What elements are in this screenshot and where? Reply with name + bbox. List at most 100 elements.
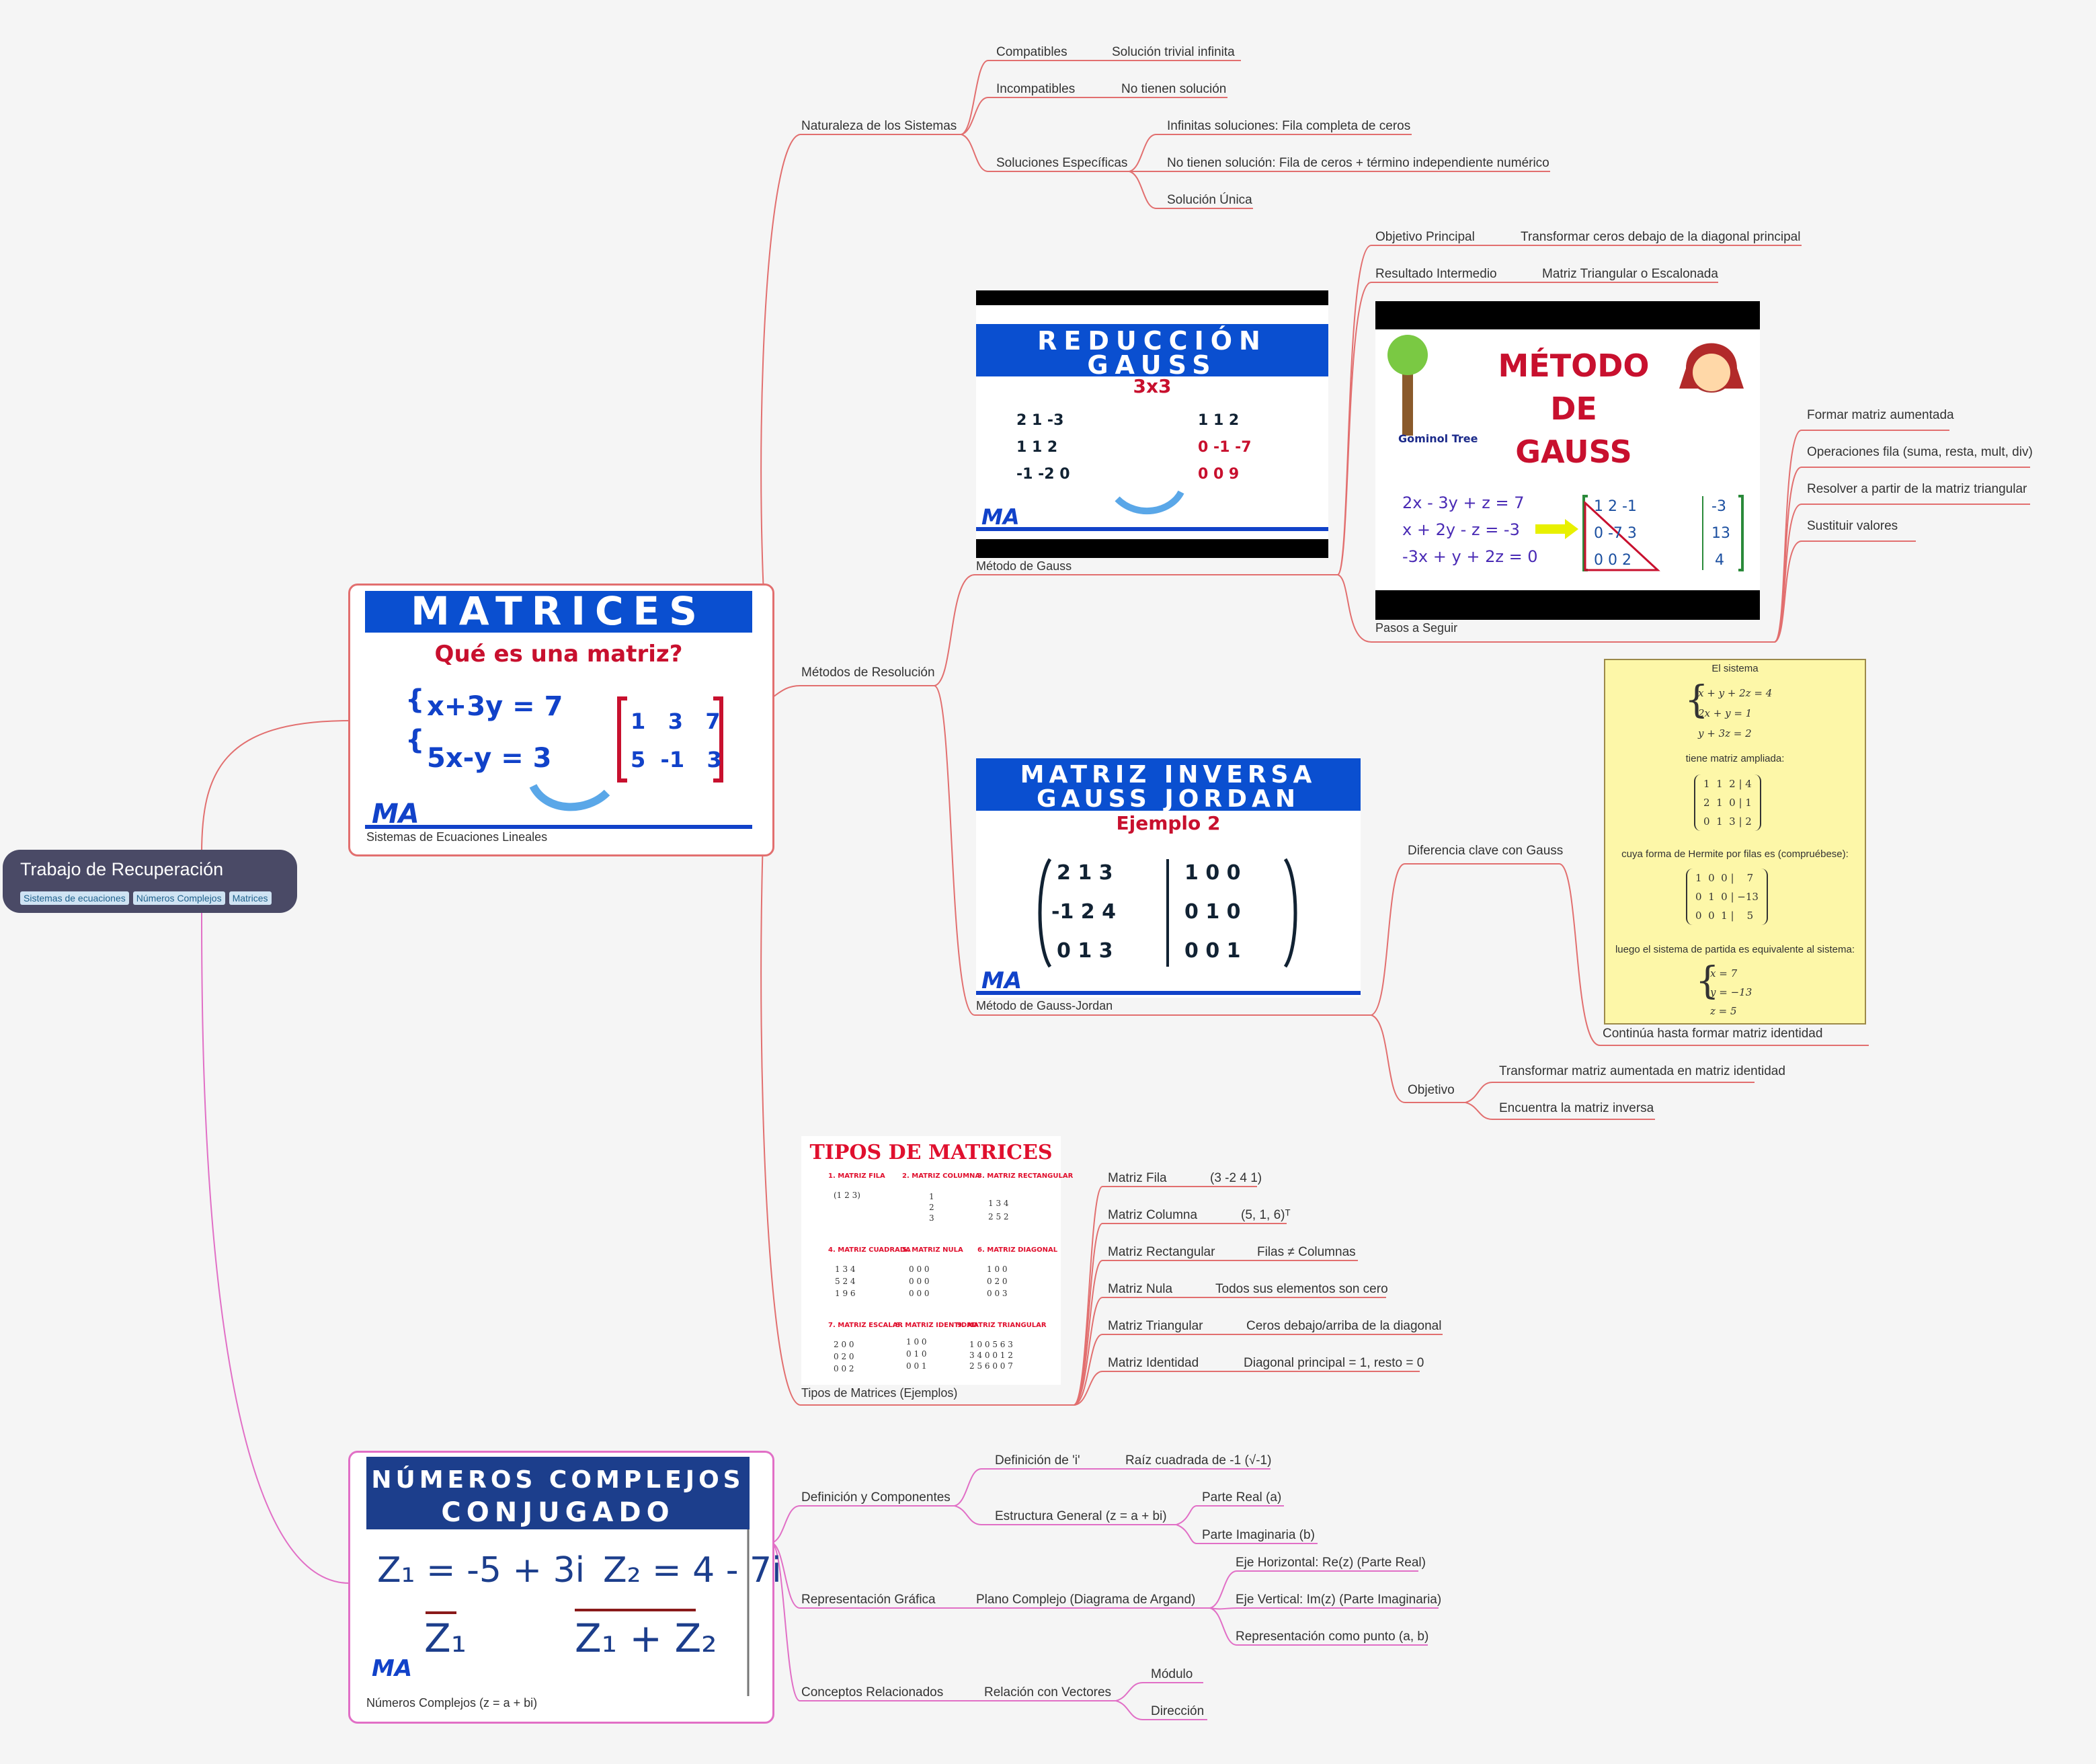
svg-text:0 0 3: 0 0 3 <box>987 1289 1008 1298</box>
tipo-identidad[interactable]: Matriz Identidad <box>1108 1356 1199 1370</box>
tipo-rectangular-value[interactable]: Filas ≠ Columnas <box>1257 1245 1356 1259</box>
svg-text:5. MATRIZ NULA: 5. MATRIZ NULA <box>902 1246 963 1254</box>
especifica-unica[interactable]: Solución Única <box>1167 193 1252 207</box>
svg-text:-1 -2 0: -1 -2 0 <box>1016 466 1070 483</box>
metodos-label[interactable]: Métodos de Resolución <box>801 666 935 680</box>
complejos-punto[interactable]: Representación como punto (a, b) <box>1236 1630 1429 1644</box>
svg-text:4: 4 <box>1715 552 1724 569</box>
box-sol-2: y = −13 <box>1710 986 1752 998</box>
tipo-triangular[interactable]: Matriz Triangular <box>1108 1319 1203 1333</box>
complejos-banner2: CONJUGADO <box>441 1497 674 1528</box>
tag-complejos[interactable]: Números Complejos <box>132 891 225 905</box>
svg-text:2 5 2: 2 5 2 <box>988 1212 1009 1221</box>
svg-text:0 1 0: 0 1 0 <box>906 1349 927 1359</box>
jordan-banner1: MATRIZ INVERSA <box>1020 761 1317 789</box>
tag-sistemas[interactable]: Sistemas de ecuaciones <box>20 891 129 905</box>
matrices-eq2: 5x-y = 3 <box>427 743 552 774</box>
svg-text:13: 13 <box>1711 525 1730 542</box>
complejos-parte-real[interactable]: Parte Real (a) <box>1202 1490 1282 1505</box>
svg-text:1 2 -1: 1 2 -1 <box>1594 498 1637 515</box>
incompatibles-value[interactable]: No tienen solución <box>1121 82 1227 96</box>
tipos-caption: Tipos de Matrices (Ejemplos) <box>801 1386 958 1400</box>
tipo-nula[interactable]: Matriz Nula <box>1108 1282 1173 1296</box>
tag-matrices[interactable]: Matrices <box>229 891 272 905</box>
complejos-plano[interactable]: Plano Complejo (Diagrama de Argand) <box>976 1593 1196 1607</box>
gauss-jordan-image[interactable]: MATRIZ INVERSA GAUSS JORDAN Ejemplo 2 2 … <box>976 758 1361 998</box>
complejos-representacion[interactable]: Representación Gráfica <box>801 1593 936 1607</box>
complejos-estructura[interactable]: Estructura General (z = a + bi) <box>995 1509 1167 1523</box>
svg-text:0 -7 3: 0 -7 3 <box>1594 525 1637 542</box>
jordan-banner2: GAUSS JORDAN <box>1037 785 1300 813</box>
tipo-columna-value[interactable]: (5, 1, 6)ᵀ <box>1241 1208 1291 1222</box>
complejos-vectores[interactable]: Relación con Vectores <box>984 1685 1112 1699</box>
complejos-z1-conj: Z₁ <box>424 1615 467 1661</box>
svg-text:2 1 3: 2 1 3 <box>1057 861 1113 885</box>
matrices-node[interactable]: MATRICES Qué es una matriz? { x+3y = 7 {… <box>348 584 774 856</box>
paso-4[interactable]: Sustituir valores <box>1807 519 1898 533</box>
svg-text:2 0 0: 2 0 0 <box>834 1340 854 1349</box>
jordan-diferencia-label[interactable]: Diferencia clave con Gauss <box>1408 844 1564 858</box>
paso-3[interactable]: Resolver a partir de la matriz triangula… <box>1807 482 2027 496</box>
incompatibles-label[interactable]: Incompatibles <box>996 82 1076 96</box>
svg-text:1 3 4: 1 3 4 <box>835 1265 856 1274</box>
pasos-sys2: x + 2y - z = -3 <box>1402 520 1520 539</box>
tipo-triangular-value[interactable]: Ceros debajo/arriba de la diagonal <box>1246 1319 1442 1333</box>
complejos-eje-horizontal[interactable]: Eje Horizontal: Re(z) (Parte Real) <box>1236 1556 1426 1570</box>
svg-text:7. MATRIZ ESCALAR: 7. MATRIZ ESCALAR <box>828 1322 903 1329</box>
svg-text:9. MATRIZ TRIANGULAR: 9. MATRIZ TRIANGULAR <box>957 1322 1047 1329</box>
pasos-image[interactable]: Gominol Tree MÉTODO DE GAUSS 2x - 3y + z… <box>1375 301 1760 620</box>
svg-text:2 1 -3: 2 1 -3 <box>1016 412 1063 429</box>
complejos-modulo[interactable]: Módulo <box>1151 1667 1193 1681</box>
jordan-objetivo-2[interactable]: Encuentra la matriz inversa <box>1499 1101 1654 1115</box>
complejos-definicion-i-value[interactable]: Raíz cuadrada de -1 (√-1) <box>1125 1453 1272 1468</box>
especificas-label[interactable]: Soluciones Específicas <box>996 156 1128 170</box>
svg-text:0 0 1: 0 0 1 <box>1184 939 1241 963</box>
hermite-example-box[interactable]: El sistema { x + y + 2z = 4 2x + y = 1 y… <box>1604 659 1866 1025</box>
complejos-eje-vertical[interactable]: Eje Vertical: Im(z) (Parte Imaginaria) <box>1236 1593 1442 1607</box>
gauss-objetivo-value[interactable]: Transformar ceros debajo de la diagonal … <box>1521 230 1801 244</box>
tipo-fila[interactable]: Matriz Fila <box>1108 1171 1167 1185</box>
svg-text:1 1 2: 1 1 2 <box>1016 439 1057 456</box>
tipo-nula-value[interactable]: Todos sus elementos son cero <box>1215 1282 1388 1296</box>
svg-text:1: 1 <box>929 1192 934 1201</box>
svg-text:MA: MA <box>372 1655 412 1682</box>
jordan-objetivo-label[interactable]: Objetivo <box>1408 1083 1455 1097</box>
naturaleza-label[interactable]: Naturaleza de los Sistemas <box>801 119 957 133</box>
jordan-objetivo-1[interactable]: Transformar matriz aumentada en matriz i… <box>1499 1064 1785 1078</box>
svg-text:1 3 4: 1 3 4 <box>988 1199 1009 1208</box>
complejos-conceptos[interactable]: Conceptos Relacionados <box>801 1685 944 1699</box>
tipo-rectangular[interactable]: Matriz Rectangular <box>1108 1245 1215 1259</box>
jordan-diferencia-value[interactable]: Continúa hasta formar matriz identidad <box>1603 1027 1823 1041</box>
tipo-identidad-value[interactable]: Diagonal principal = 1, resto = 0 <box>1244 1356 1424 1370</box>
box-eq-1: x + y + 2z = 4 <box>1698 687 1773 699</box>
compatibles-value[interactable]: Solución trivial infinita <box>1112 45 1235 59</box>
especifica-infinitas[interactable]: Infinitas soluciones: Fila completa de c… <box>1167 119 1411 133</box>
gauss-image[interactable]: REDUCCIÓN GAUSS 3x3 2 1 -3 1 1 2 -1 -2 0… <box>976 290 1328 558</box>
svg-text:MA: MA <box>981 504 1020 530</box>
tipo-fila-value[interactable]: (3 -2 4 1) <box>1210 1171 1262 1185</box>
gauss-resultado-label[interactable]: Resultado Intermedio <box>1375 267 1497 281</box>
root-title: Trabajo de Recuperación <box>20 859 224 879</box>
svg-text:3. MATRIZ RECTANGULAR: 3. MATRIZ RECTANGULAR <box>977 1172 1074 1180</box>
paso-2[interactable]: Operaciones fila (suma, resta, mult, div… <box>1807 445 2033 459</box>
root-node[interactable]: Trabajo de Recuperación Sistemas de ecua… <box>3 850 297 913</box>
gauss-resultado-value[interactable]: Matriz Triangular o Escalonada <box>1542 267 1718 281</box>
complejos-definicion-i[interactable]: Definición de 'i' <box>995 1453 1080 1468</box>
especifica-no-solucion[interactable]: No tienen solución: Fila de ceros + térm… <box>1167 156 1549 170</box>
paso-1[interactable]: Formar matriz aumentada <box>1807 408 1954 422</box>
complejos-parte-imaginaria[interactable]: Parte Imaginaria (b) <box>1202 1528 1315 1542</box>
svg-text:-3: -3 <box>1711 498 1726 515</box>
tipo-columna[interactable]: Matriz Columna <box>1108 1208 1198 1222</box>
box-eq-2: 2x + y = 1 <box>1698 707 1752 719</box>
complejos-definicion[interactable]: Definición y Componentes <box>801 1490 951 1505</box>
gauss-objetivo-label[interactable]: Objetivo Principal <box>1375 230 1475 244</box>
complejos-zsum: Z₁ + Z₂ <box>575 1615 717 1661</box>
matrices-image: MATRICES Qué es una matriz? { x+3y = 7 {… <box>365 588 759 830</box>
complejos-direccion[interactable]: Dirección <box>1151 1704 1205 1718</box>
compatibles-label[interactable]: Compatibles <box>996 45 1067 59</box>
complejos-node[interactable]: NÚMEROS COMPLEJOS CONJUGADO Z₁ = -5 + 3i… <box>348 1451 782 1724</box>
complejos-banner1: NÚMEROS COMPLEJOS <box>371 1466 744 1494</box>
